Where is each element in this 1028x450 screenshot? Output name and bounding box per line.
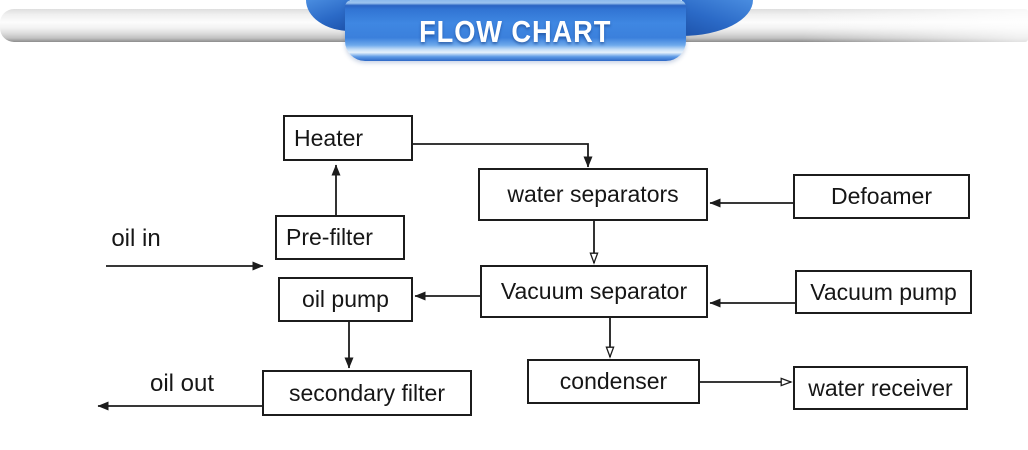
- node-defoamer: Defoamer: [793, 174, 970, 219]
- edge-heater-waterseparators: [413, 143, 593, 168]
- label-oil-out: oil out: [149, 370, 215, 397]
- node-vacuum-separator: Vacuum separator: [480, 265, 708, 318]
- node-pre-filter: Pre-filter: [275, 215, 405, 260]
- node-water-separators: water separators: [478, 168, 708, 221]
- node-vacuum-pump: Vacuum pump: [795, 270, 972, 314]
- node-water-receiver: water receiver: [793, 366, 968, 410]
- flow-chart-ribbon: FLOW CHART: [345, 0, 686, 61]
- node-oil-pump: oil pump: [278, 277, 413, 322]
- page-title: FLOW CHART: [419, 14, 612, 49]
- label-oil-in: oil in: [111, 225, 161, 252]
- node-secondary-filter: secondary filter: [262, 370, 472, 416]
- node-heater: Heater: [283, 115, 413, 161]
- node-condenser: condenser: [527, 359, 700, 404]
